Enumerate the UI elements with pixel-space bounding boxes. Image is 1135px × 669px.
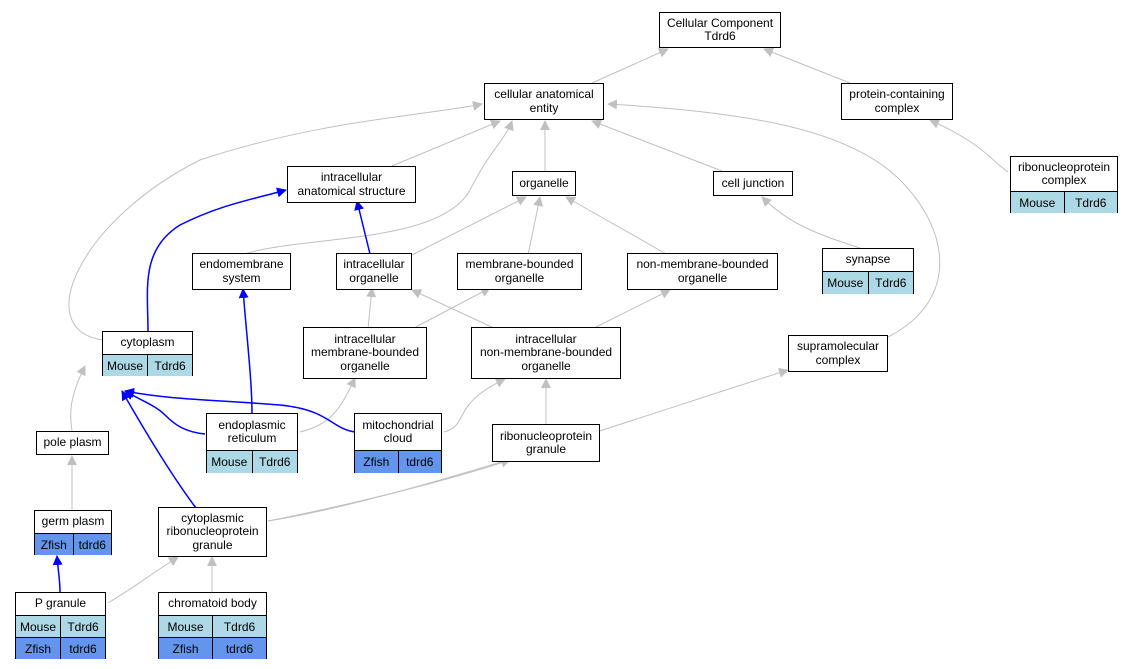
node-germ-plasm[interactable]: germ plasm Zfish tdrd6 [34, 510, 112, 555]
edge-pgranule-germ [52, 555, 63, 593]
node-organelle[interactable]: organelle [512, 171, 576, 196]
edge-rnpc-pcc [929, 119, 1009, 173]
node-pole-plasm[interactable]: pole plasm [36, 431, 109, 455]
edge-pole-cyto [70, 365, 86, 432]
gene-cell: tdrd6 [397, 451, 441, 473]
node-p-granule[interactable]: P granule Mouse Tdrd6 Zfish tdrd6 [15, 592, 106, 659]
edge-mc-cyto [124, 387, 356, 433]
species-cell: Zfish [159, 638, 212, 659]
species-cell: Mouse [1011, 192, 1064, 213]
species-cell: Mouse [16, 616, 60, 637]
species-cell: Zfish [355, 451, 398, 473]
node-synapse[interactable]: synapse Mouse Tdrd6 [822, 248, 914, 294]
gene-cell: tdrd6 [60, 638, 105, 659]
edge-syn-cj [761, 196, 861, 249]
gene-cell: Tdrd6 [212, 616, 266, 637]
species-cell: Mouse [103, 355, 147, 376]
edge-endo-cae [240, 120, 514, 256]
gene-cell: Tdrd6 [147, 355, 192, 376]
species-cell: Zfish [35, 534, 73, 555]
edge-er-endo [238, 288, 253, 414]
edge-imbo-io [366, 287, 377, 330]
edge-crnpg-rnpg [267, 458, 511, 522]
edge-crnpg-cyto [121, 390, 197, 509]
gene-cell: tdrd6 [72, 534, 111, 555]
edge-cae-root [591, 48, 669, 84]
edge-io-ias [354, 200, 371, 255]
edge-supra-cae [607, 99, 941, 338]
edge-mc-inmbo [443, 378, 506, 433]
edge-io-organelle [411, 196, 527, 256]
species-cell: Zfish [16, 638, 60, 659]
edge-pcc-root [763, 47, 851, 84]
edge-cyto-cae [68, 100, 483, 341]
gene-cell: Tdrd6 [1063, 192, 1117, 213]
gene-cell: Tdrd6 [60, 616, 105, 637]
node-cell-junction[interactable]: cell junction [713, 171, 793, 196]
edge-er-imbo [299, 377, 356, 433]
edge-mbo-organelle [527, 196, 544, 256]
edge-cyto-ias [146, 187, 287, 332]
node-cytoplasm[interactable]: cytoplasm Mouse Tdrd6 [102, 331, 193, 376]
species-cell: Mouse [823, 272, 868, 294]
edge-nmbo-organelle [565, 196, 669, 256]
species-cell: Mouse [159, 616, 212, 637]
edge-ias-cae [391, 119, 501, 167]
edge-inmbo-nmbo [591, 289, 671, 330]
gene-cell: Tdrd6 [867, 272, 913, 294]
node-chromatoid-body[interactable]: chromatoid body Mouse Tdrd6 Zfish tdrd6 [158, 592, 267, 659]
edge-inmbo-io [411, 289, 497, 330]
edge-cj-cae [591, 119, 723, 172]
species-cell: Mouse [207, 451, 252, 473]
gene-cell: Tdrd6 [251, 451, 297, 473]
edge-er-cyto [124, 390, 206, 435]
edge-pgranule-crnpg [107, 556, 179, 604]
gene-cell: tdrd6 [212, 638, 266, 659]
